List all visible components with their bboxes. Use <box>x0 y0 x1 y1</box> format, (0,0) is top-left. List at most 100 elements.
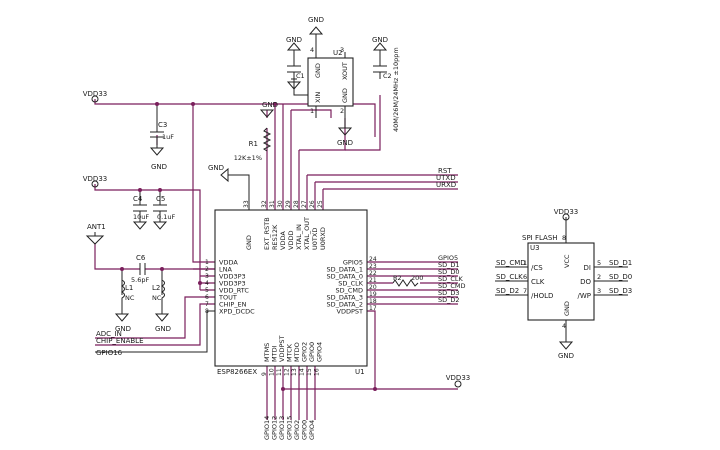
pin-name: XTAL_IN <box>295 224 303 250</box>
gnd-label: GND <box>286 36 302 44</box>
pin-number: 10 <box>269 368 276 376</box>
chip-name: ESP8266EX <box>217 368 257 376</box>
chip-ref: U1 <box>355 368 365 376</box>
vdd33-label: VDD33 <box>83 175 107 183</box>
net-label: GPIO15 <box>286 416 294 440</box>
pin-name: U0TXD <box>311 228 319 250</box>
net-label: SD_CLK <box>496 273 523 281</box>
net-label: GPIO0 <box>301 420 309 440</box>
pin-name: U0RXD <box>319 227 327 250</box>
vdd33-label: VDD33 <box>446 374 470 382</box>
pin-number: 7 <box>523 287 527 295</box>
pin-name: GPIO4 <box>316 342 324 362</box>
pin-number: 3 <box>597 287 601 295</box>
wiring <box>94 57 628 420</box>
net-label: GPIO14 <box>263 416 271 440</box>
pin-number: 2 <box>205 266 209 273</box>
svg-text:5.6pF: 5.6pF <box>131 276 149 284</box>
capacitor-c4: C4 10uF <box>133 195 149 221</box>
capacitor-c3: C3 1uF <box>158 121 174 141</box>
pin-number: 5 <box>205 287 209 294</box>
crystal-pin-num: 1 <box>310 107 314 115</box>
pin-name: XPD_DCDC <box>219 308 255 316</box>
gnd-label: GND <box>151 163 167 171</box>
pin-number: 27 <box>301 200 308 208</box>
pin-number: 6 <box>523 273 527 281</box>
crystal-pin: GND <box>341 88 349 103</box>
svg-text:R1: R1 <box>249 140 258 148</box>
crystal-pin: XIN <box>314 92 322 103</box>
gnd-label: GND <box>337 139 353 147</box>
net-label: SD_D0 <box>438 268 460 276</box>
pin-name: SD_CLK <box>338 280 364 288</box>
capacitor-c5: C5 0.1uF <box>153 195 175 221</box>
pin-name: XTAL_OUT <box>303 217 311 250</box>
net-label: GPIO2 <box>293 420 301 440</box>
net-label: GPIO12 <box>271 416 279 440</box>
net-label: SD_D1 <box>609 259 632 267</box>
capacitor-c6: C6 5.6pF <box>131 254 149 284</box>
svg-text:C3: C3 <box>158 121 167 129</box>
crystal-u2: C1 C2 U2 4 3 1 2 GND XOUT XIN GND 40M/26… <box>287 45 400 132</box>
pin-name: MTCK <box>286 343 294 362</box>
pin-name: VCC <box>563 254 571 268</box>
pin-number: 1 <box>523 259 527 267</box>
pin-name: CHIP_EN <box>219 301 247 309</box>
resistor-r2: R2 200 <box>392 274 423 287</box>
flash-pins: 1/CSSD_CMD6CLKSD_CLK7/HOLDSD_D25DISD_D12… <box>496 234 632 330</box>
pin-number: 32 <box>261 200 268 208</box>
net-label: GPIO4 <box>308 420 316 440</box>
pin-number: 8 <box>562 234 566 242</box>
pin-name: SD_DATA_2 <box>326 301 363 309</box>
pin-name: DI <box>584 264 591 272</box>
pin-number: 8 <box>205 308 209 315</box>
pin-number: 11 <box>276 368 283 376</box>
pin-name: DO <box>580 278 591 286</box>
pin-name: TOUT <box>218 294 237 302</box>
pin-number: 23 <box>369 263 377 270</box>
net-adc-in: ADC_IN <box>96 330 122 338</box>
svg-text:NC: NC <box>125 294 135 302</box>
svg-text:0.1uF: 0.1uF <box>157 213 175 221</box>
svg-text:10uF: 10uF <box>133 213 149 221</box>
pin-name: GPIO2 <box>301 342 309 362</box>
pin-name: SD_CMD <box>335 287 363 295</box>
svg-text:L2: L2 <box>152 284 160 292</box>
pin-number: 4 <box>562 322 566 330</box>
pin-number: 9 <box>261 372 268 376</box>
crystal-pin-num: 3 <box>340 46 344 54</box>
resistor-r1: R1 12K±1% <box>234 127 272 162</box>
crystal-frequency: 40M/26M/24MHz ±10ppm <box>392 47 400 132</box>
crystal-pin: GND <box>314 63 322 78</box>
pin-number: 25 <box>317 200 324 208</box>
net-label: SD_D2 <box>496 287 519 295</box>
pin-name: VDDA <box>219 259 238 267</box>
antenna-ant1: ANT1 <box>85 223 106 245</box>
pin-number: 13 <box>291 368 298 376</box>
svg-text:1uF: 1uF <box>162 133 174 141</box>
gnd-label: GND <box>155 325 171 333</box>
power-symbols: VDD33 VDD33 VDD33 VDD33 GND GND GND GND … <box>83 16 578 388</box>
svg-text:C6: C6 <box>136 254 146 262</box>
svg-text:NC: NC <box>152 294 162 302</box>
pin-name: /CS <box>531 264 543 272</box>
pin-name: VDDPST <box>278 335 286 362</box>
pin-number: 6 <box>205 294 209 301</box>
pin-number: 3 <box>205 273 209 280</box>
pin-number: 24 <box>369 256 377 263</box>
pin-name: VDDA <box>279 231 287 250</box>
pin-number: 16 <box>314 368 321 376</box>
crystal-pin-num: 4 <box>310 46 314 54</box>
junctions <box>120 102 377 391</box>
pin-name: LNA <box>219 266 232 274</box>
pin-name: GPIO5 <box>343 259 363 267</box>
pin-name: EXT_RSTB <box>263 217 271 250</box>
pin-number: 33 <box>243 200 250 208</box>
pin-name: GPIO0 <box>308 342 316 362</box>
pin-name: RES12K <box>271 224 279 250</box>
net-label: SD_CMD <box>438 282 466 290</box>
crystal-ref: U2 <box>333 49 343 57</box>
svg-text:12K±1%: 12K±1% <box>234 154 262 162</box>
